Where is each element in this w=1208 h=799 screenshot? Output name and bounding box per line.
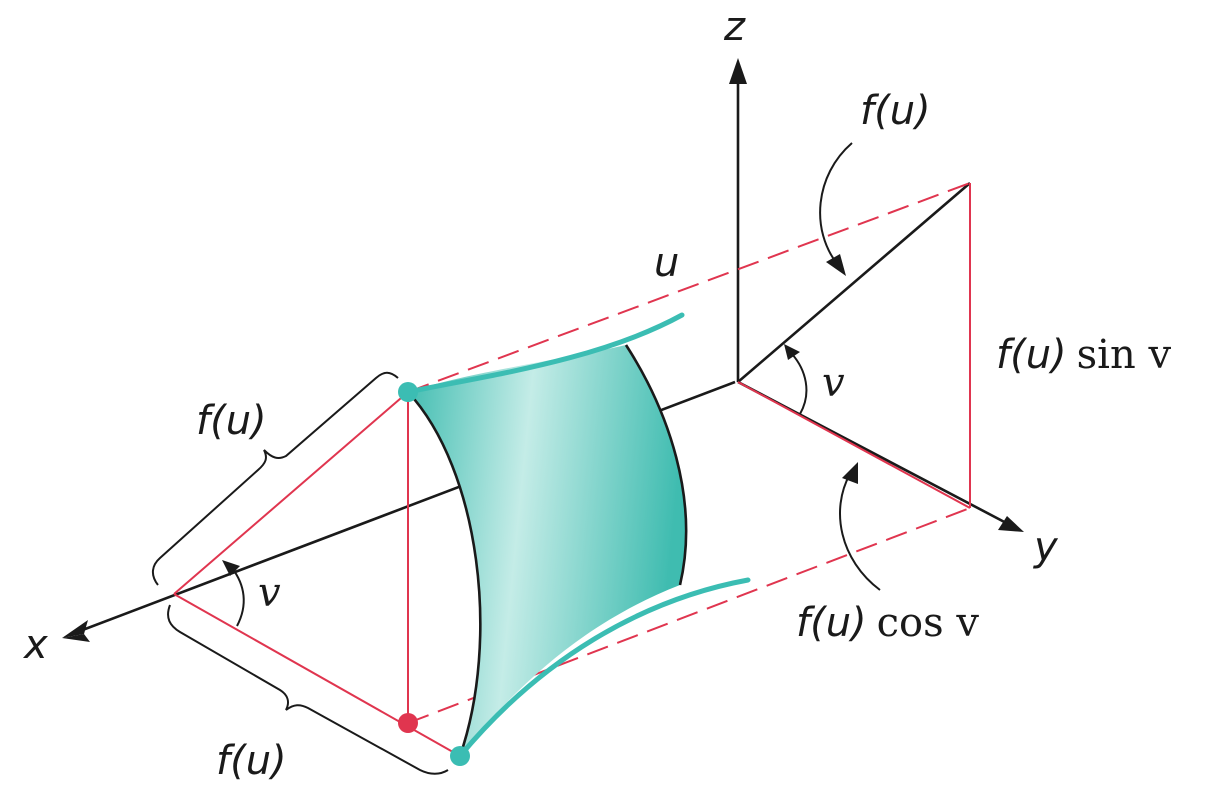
brace-top-left	[152, 371, 399, 586]
fu-sin-label-sin: sin v	[1077, 332, 1172, 378]
fu-cos-label-fu: f(u)	[796, 600, 867, 646]
cos-horizontal-line	[737, 381, 971, 509]
right-angle-arc	[791, 353, 808, 415]
surface-patch	[408, 345, 687, 756]
x-axis-arrowhead-fill-icon	[62, 634, 90, 642]
fu-cos-pointer-arrowhead-icon	[842, 462, 858, 484]
left-angle-arrowhead-icon	[222, 560, 240, 576]
fu-bottom-label: f(u)	[216, 738, 287, 784]
fu-top-label: f(u)	[860, 88, 931, 134]
fu-cos-label: f(u)cos v	[796, 600, 979, 646]
bottom-point-icon	[450, 746, 470, 766]
v-right-label: v	[822, 360, 845, 406]
generating-curve-bottom	[457, 577, 751, 759]
generating-curve-top	[405, 312, 685, 395]
fu-top-pointer	[819, 142, 853, 266]
top-point-icon	[398, 382, 418, 402]
left-bottom-edge	[173, 593, 461, 757]
fu-left-label: f(u)	[196, 398, 267, 444]
fu-sin-label-fu: f(u)	[996, 332, 1067, 378]
left-angle-arc	[231, 567, 245, 627]
x-axis-arrowhead-icon	[62, 620, 88, 638]
axis-y-label: y	[1033, 524, 1059, 570]
axis-x-label: x	[22, 622, 48, 668]
z-axis-arrowhead-icon	[729, 58, 747, 84]
surface-right-edge	[624, 344, 688, 586]
fu-cos-label-cos: cos v	[877, 600, 980, 646]
fu-top-pointer-arrowhead-icon	[826, 254, 846, 276]
v-left-label: v	[258, 570, 281, 616]
right-angle-arrowhead-icon	[784, 344, 800, 360]
brace-bottom-left	[167, 604, 449, 775]
fu-cos-pointer	[839, 473, 881, 591]
axis-z-label: z	[723, 4, 746, 50]
dashed-top-line	[407, 182, 971, 393]
fu-sin-label: f(u)sin v	[996, 332, 1171, 378]
radius-ray	[737, 182, 971, 383]
axis-point-icon	[398, 713, 418, 733]
y-axis-arrowhead-icon	[998, 516, 1024, 532]
u-label: u	[654, 240, 679, 286]
left-top-edge	[173, 391, 409, 595]
surface-left-edge	[407, 391, 482, 757]
